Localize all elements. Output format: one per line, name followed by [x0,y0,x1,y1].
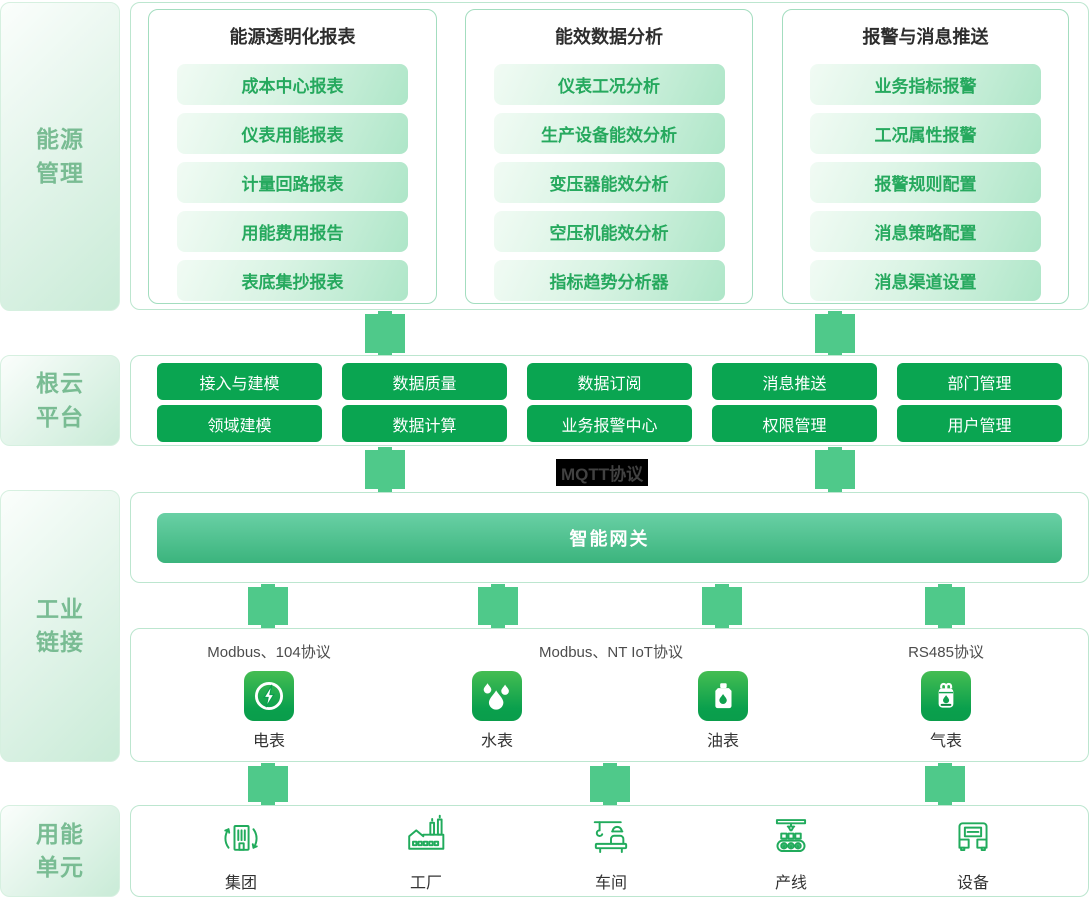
connector [248,584,288,628]
connector [365,311,405,356]
platform-module: 权限管理 [712,405,877,442]
mqtt-protocol-tag: MQTT协议 [556,459,649,486]
stage-text: 单元 [36,854,84,880]
stage-text: 根云 [36,370,84,397]
card-item: 生产设备能效分析 [493,113,725,154]
stage-label-industrial-link: 工业 链接 [0,490,120,762]
unit-label: 工厂 [409,875,442,892]
unit-production-line: 产线 [726,813,856,893]
card-title: 能源透明化报表 [229,27,356,47]
energy-management-panel: 能源透明化报表 成本中心报表 仪表用能报表 计量回路报表 用能费用报告 表底集抄… [130,2,1089,310]
connector [478,584,518,628]
unit-group: 集团 [176,813,306,893]
card-item: 报警规则配置 [810,162,1041,203]
production-line-icon [775,819,807,853]
platform-module: 业务报警中心 [527,405,692,442]
gateway-panel: 智能网关 [130,492,1089,583]
electric-meter-icon [244,671,294,721]
card-item: 工况属性报警 [810,113,1041,154]
industrial-link-panel: Modbus、104协议 Modbus、NT IoT协议 RS485协议 [130,628,1089,762]
card-item: 仪表工况分析 [493,64,725,105]
platform-module: 用户管理 [897,405,1062,442]
meter-label: 油表 [706,733,740,750]
connector [590,763,630,805]
unit-workshop: 车间 [546,813,676,893]
connector [815,311,855,356]
report-card: 能源透明化报表 成本中心报表 仪表用能报表 计量回路报表 用能费用报告 表底集抄… [148,9,437,304]
platform-module: 接入与建模 [157,363,322,400]
unit-label: 车间 [594,875,627,892]
card-item: 消息渠道设置 [810,260,1041,301]
meter-label: 水表 [480,733,514,750]
root-cloud-platform-panel: 接入与建模 数据质量 数据订阅 消息推送 部门管理 领域建模 数据计算 业务报警… [130,355,1089,446]
platform-module: 数据质量 [342,363,507,400]
card-item: 变压器能效分析 [493,162,725,203]
stage-text: 管理 [36,159,84,186]
meter-label: 气表 [929,733,963,750]
unit-label: 产线 [774,875,807,892]
oil-meter-icon [698,671,748,721]
workshop-icon [593,821,628,853]
energy-units-panel: 集团 工厂 车间 [130,805,1089,897]
stage-label-energy-management: 能源 管理 [0,2,120,311]
card-item: 用能费用报告 [177,211,408,252]
unit-factory: 工厂 [361,813,491,893]
platform-module: 部门管理 [897,363,1062,400]
card-item: 指标趋势分析器 [493,260,725,301]
card-item: 表底集抄报表 [177,260,408,301]
stage-text: 用能 [36,820,84,847]
protocol-label: Modbus、104协议 [207,644,331,661]
connector [815,447,855,492]
protocol-label: RS485协议 [908,644,984,661]
card-item: 空压机能效分析 [493,211,725,252]
meter-label: 电表 [252,733,286,750]
platform-module: 领域建模 [157,405,322,442]
protocol-label: Modbus、NT IoT协议 [539,644,683,661]
stage-label-energy-units: 用能 单元 [0,805,120,897]
card-item: 成本中心报表 [177,64,408,105]
unit-equipment: 设备 [908,813,1038,893]
card-item: 仪表用能报表 [177,113,408,154]
card-item: 消息策略配置 [810,211,1041,252]
connector [702,584,742,628]
stage-label-root-cloud-platform: 根云 平台 [0,355,120,446]
alarm-card: 报警与消息推送 业务指标报警 工况属性报警 报警规则配置 消息策略配置 消息渠道… [782,9,1069,304]
smart-gateway-bar: 智能网关 [157,513,1062,563]
card-item: 业务指标报警 [810,64,1041,105]
card-title: 能效数据分析 [555,27,663,47]
gas-meter-icon [921,671,971,721]
analysis-card: 能效数据分析 仪表工况分析 生产设备能效分析 变压器能效分析 空压机能效分析 指… [465,9,753,304]
stage-text: 工业 [36,595,84,622]
connector [925,584,965,628]
stage-text: 链接 [36,629,84,655]
card-title: 报警与消息推送 [862,27,989,47]
connector [248,763,288,805]
stage-text: 平台 [36,403,84,430]
platform-module: 消息推送 [712,363,877,400]
card-item: 计量回路报表 [177,162,408,203]
connector [925,763,965,805]
unit-label: 设备 [956,875,989,892]
platform-module: 数据计算 [342,405,507,442]
unit-label: 集团 [224,875,257,892]
stage-text: 能源 [36,126,84,153]
group-icon [224,825,258,851]
platform-module: 数据订阅 [527,363,692,400]
connector [365,447,405,492]
water-meter-icon [472,671,522,721]
factory-icon [408,814,445,850]
equipment-icon [958,822,988,852]
